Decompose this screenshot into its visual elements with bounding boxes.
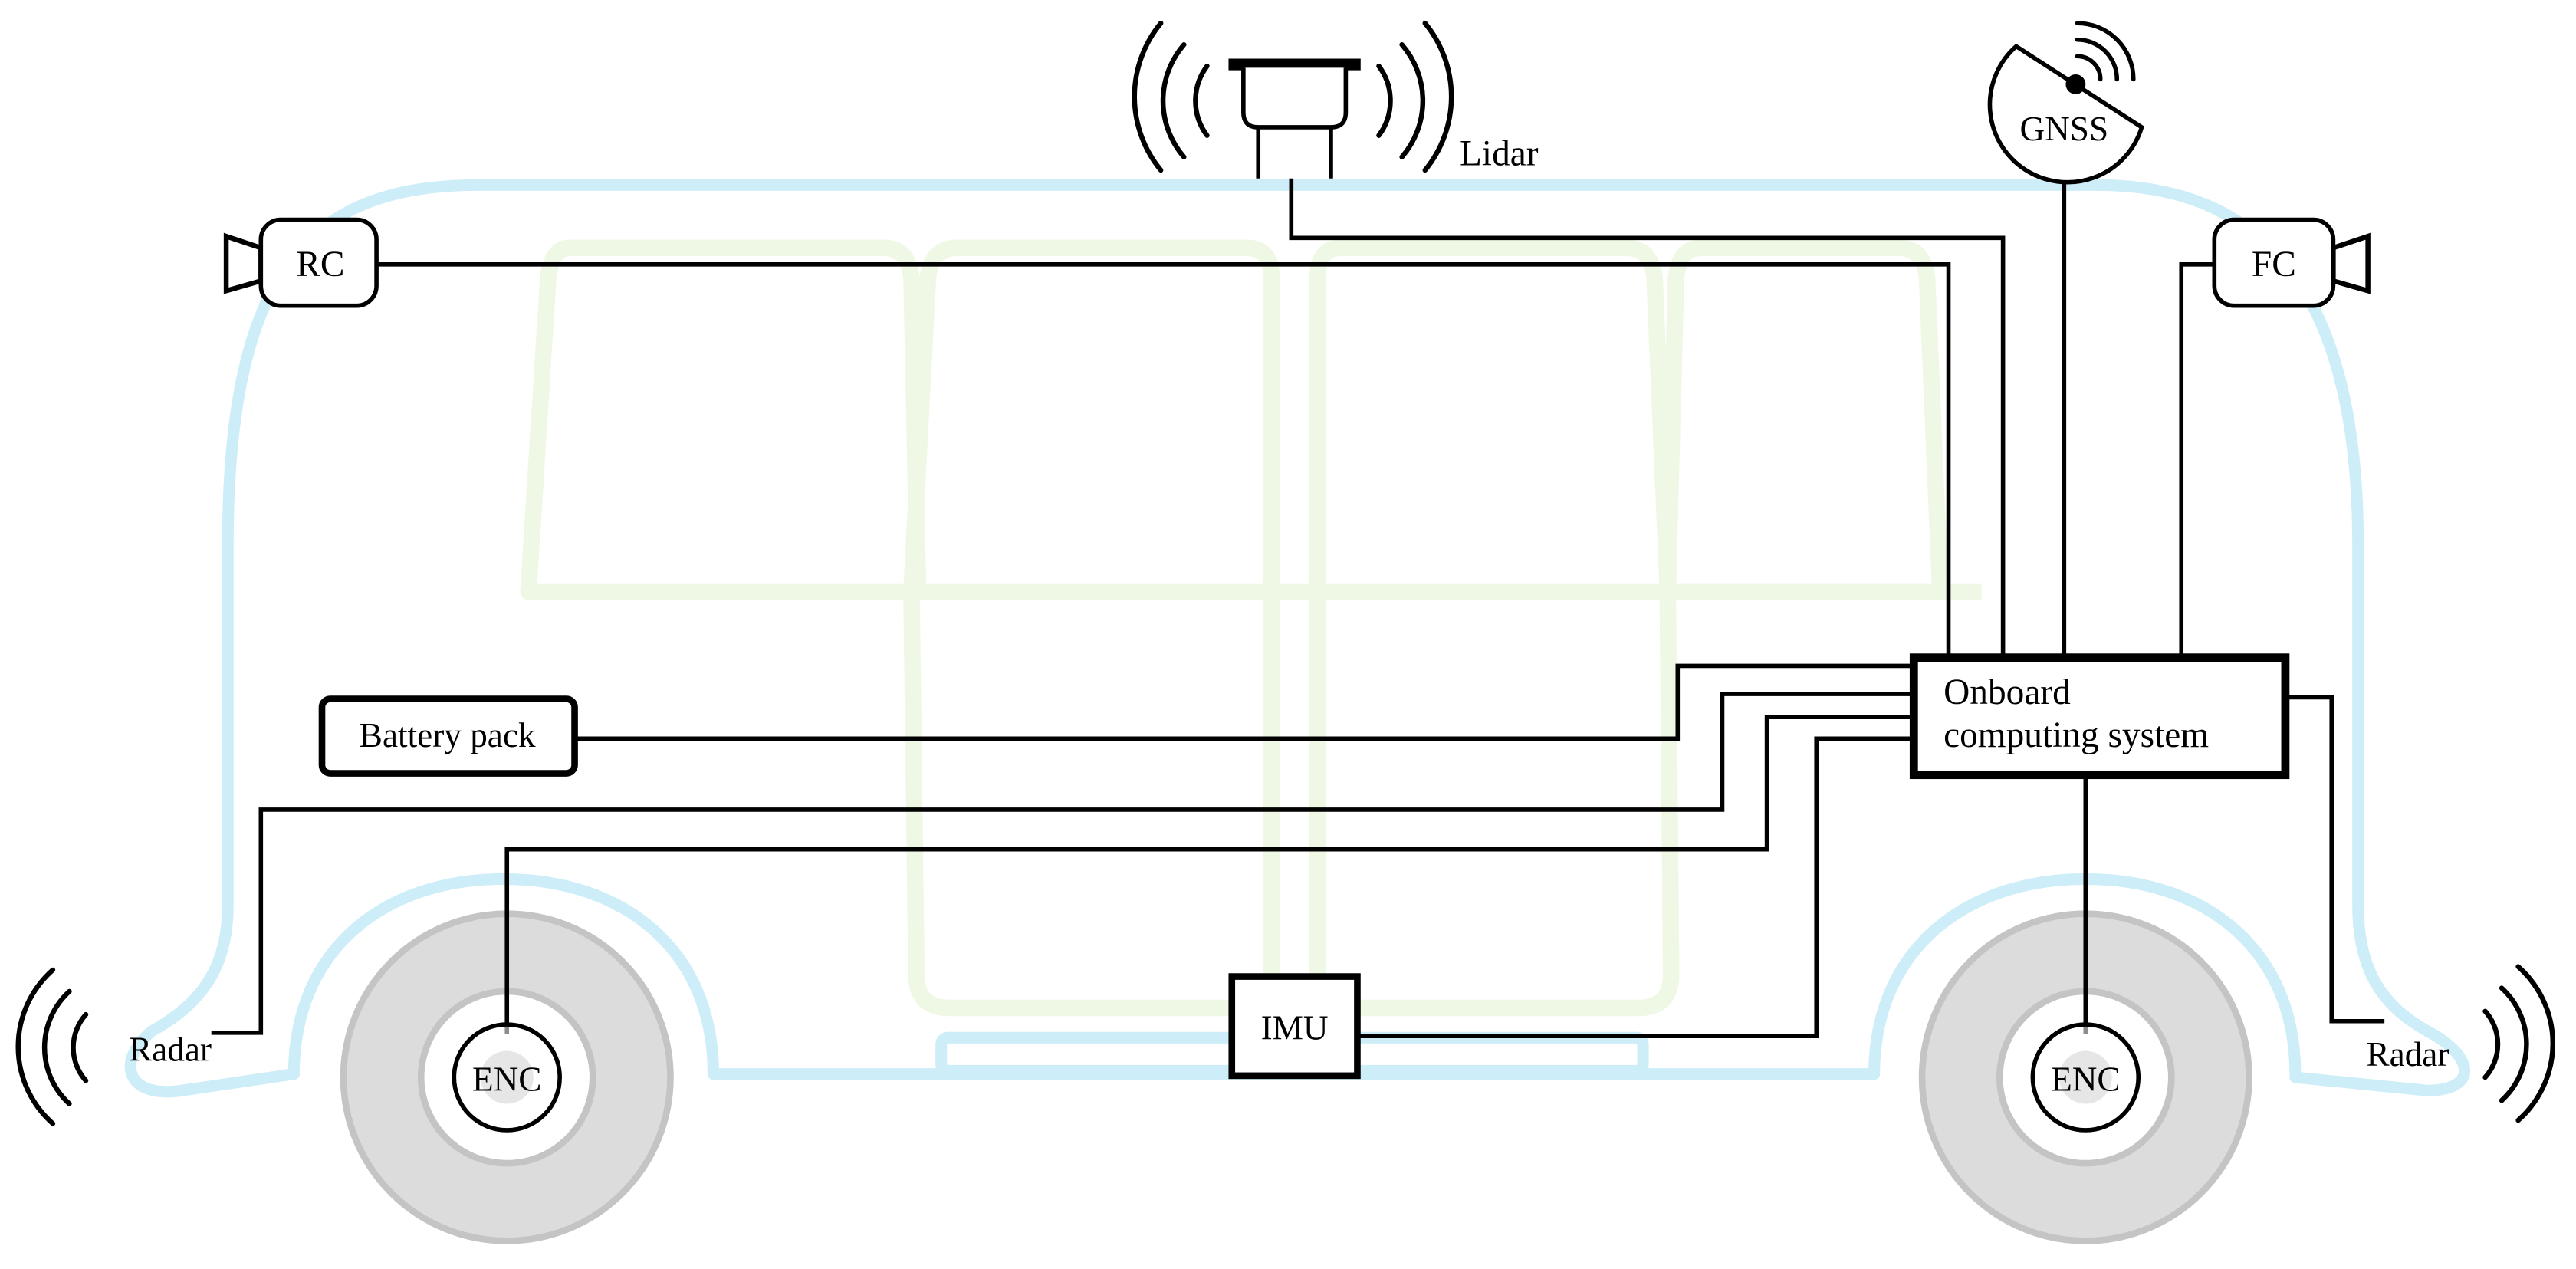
lidar-sensor: Lidar — [1132, 20, 1539, 179]
front-window — [1659, 239, 1949, 600]
vehicle-windows — [520, 239, 1982, 1017]
wire-rear-camera — [376, 261, 1951, 656]
rear-camera: RC — [223, 217, 379, 308]
battery-pack-label: Battery pack — [360, 716, 536, 754]
gnss-feed-dot — [2065, 74, 2086, 94]
door-right-panel — [1309, 239, 1680, 1017]
wiring — [211, 172, 2385, 1038]
wire-lidar — [1289, 178, 2006, 656]
gnss-signal-icon — [2075, 21, 2136, 82]
rear-encoder-label: ENC — [472, 1060, 541, 1098]
rear-radar-signal-icon — [15, 967, 89, 1126]
rear-radar-label: Radar — [129, 1030, 212, 1068]
rear-camera-box — [258, 217, 379, 308]
front-camera-lens-icon — [2331, 232, 2371, 294]
door-left-panel — [903, 239, 1280, 1017]
rear-camera-lens-icon — [223, 232, 264, 294]
imu-sensor: IMU — [1228, 973, 1361, 1080]
front-encoder: ENC — [2030, 1022, 2141, 1133]
battery-pack: Battery pack — [318, 695, 578, 777]
wire-front-radar — [2287, 695, 2385, 1024]
gnss-sensor: GNSS — [1987, 21, 2144, 185]
front-radar-signal-icon — [2482, 964, 2556, 1123]
front-encoder-label: ENC — [2051, 1060, 2120, 1098]
onboard-computing-system: Onboard computing system — [1909, 653, 2290, 780]
rear-camera-label: RC — [296, 245, 344, 284]
battery-pack-box — [318, 695, 578, 777]
rear-window — [520, 239, 927, 600]
rear-encoder-circle — [452, 1022, 562, 1133]
imu-label: IMU — [1261, 1008, 1329, 1047]
lidar-body — [1241, 67, 1349, 130]
wire-front-camera — [2179, 261, 2215, 656]
gnss-label: GNSS — [2019, 110, 2108, 148]
wire-imu — [1359, 736, 1911, 1038]
front-encoder-circle — [2030, 1022, 2141, 1133]
onboard-computing-box — [1909, 653, 2290, 780]
imu-box — [1228, 973, 1361, 1080]
front-camera: FC — [2212, 217, 2371, 308]
vehicle-body-shape — [124, 179, 2471, 1098]
wire-rear-radar — [211, 692, 1911, 1035]
rear-encoder: ENC — [452, 1022, 562, 1133]
front-radar: Radar — [2366, 964, 2556, 1123]
wire-battery-pack — [574, 663, 1911, 741]
front-camera-label: FC — [2252, 245, 2296, 284]
rear-wheel-arch — [288, 873, 719, 1080]
lidar-label: Lidar — [1460, 133, 1539, 173]
rear-radar: Radar — [15, 967, 212, 1126]
front-radar-label: Radar — [2366, 1035, 2449, 1073]
lidar-signal-icon — [1132, 20, 1454, 173]
wire-rear-encoder — [504, 715, 1911, 1034]
onboard-computing-label-line2: computing system — [1944, 715, 2209, 755]
front-camera-box — [2212, 217, 2336, 308]
gnss-antenna-dish — [1987, 43, 2144, 185]
onboard-computing-label-line1: Onboard — [1944, 672, 2071, 712]
